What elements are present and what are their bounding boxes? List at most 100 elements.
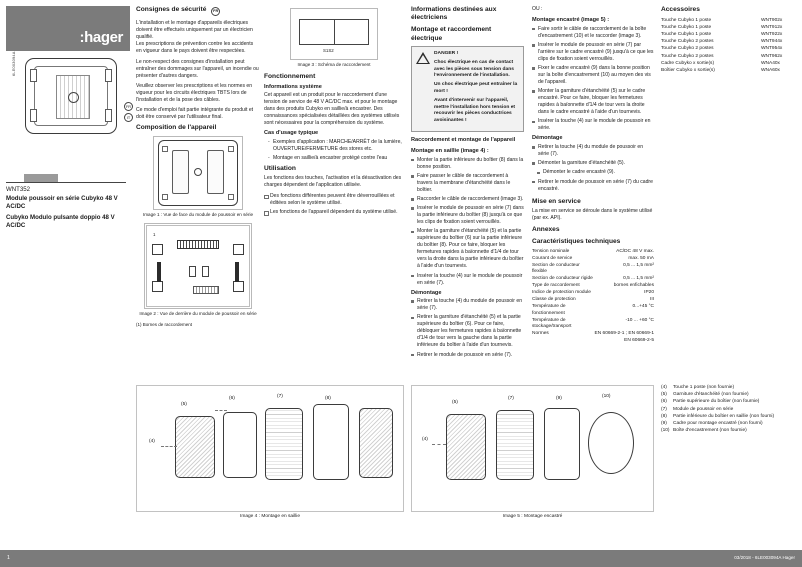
accessory-name: Touche Cubyko 1 poste xyxy=(661,17,712,23)
spec-row: Indice de protection module IP20 xyxy=(532,290,654,297)
device-hatched-area xyxy=(56,75,90,119)
spec-row: Classe de protection III xyxy=(532,297,654,304)
accessory-code: WNT902x xyxy=(761,17,783,23)
page-footer: 1 03/2018 - 6LE003094A Hager xyxy=(0,550,802,567)
composition-heading: Composition de l'appareil xyxy=(136,124,217,132)
figure-2-device-back: 1 xyxy=(144,222,252,309)
callout-leader xyxy=(432,444,446,445)
device-inner-frame xyxy=(34,66,108,126)
accessory-code: WNA40x xyxy=(761,60,780,66)
flush-dismount-steps: Retirer la touche (4) du module de pouss… xyxy=(532,144,654,193)
product-photo: 6LE003094A FR IT xyxy=(11,51,133,140)
schematic-label-s1s2: S1S2 xyxy=(323,48,334,53)
figure-3-wiring-diagram: S1S2 xyxy=(290,8,378,60)
safety-paragraph-2: Le non-respect des consignes d'installat… xyxy=(136,58,259,79)
figure-4-callout-8: (8) xyxy=(325,396,331,401)
legend-number: (8) xyxy=(661,413,667,419)
surface-step: Faire passer le câble de raccordement à … xyxy=(411,173,524,194)
surface-mount-heading: Montage en saillie (image 4) : xyxy=(411,148,489,155)
surface-dismount-step: Retirer le module de poussoir en série (… xyxy=(411,352,524,359)
logo-column: :hager 6LE003094A FR IT WNT352 Module po… xyxy=(6,6,133,230)
spec-row: Tension nominale AC/DC 48 V max. xyxy=(532,249,654,256)
device-back-contact xyxy=(157,261,161,282)
product-title-it: Cubyko Modulo pulsante doppio 48 V AC/DC xyxy=(6,213,115,229)
accessory-row: Touche Cubyko 2 postes WNT954x xyxy=(661,45,797,52)
accessory-row: Boîtier Cubyko x sortie(s) WNA60x xyxy=(661,67,797,74)
legend-text: Partie inférieure du boîtier en saillie … xyxy=(673,413,775,419)
legend-row: (8) Partie inférieure du boîtier en sail… xyxy=(661,414,799,421)
product-reference: WNT352 xyxy=(6,186,31,193)
callout-leader xyxy=(161,446,177,447)
legend-text: Cadre pour montage encastré (non fourni) xyxy=(673,421,763,427)
use-cases-list: Exemples d'application : MARCHE/ARRÊT de… xyxy=(264,139,404,162)
flush-dismount-step: Retirer le module de poussoir en série (… xyxy=(532,179,654,193)
device-terminal xyxy=(105,109,112,122)
figure-4-caption: Image 4 : Montage en saillie xyxy=(240,514,300,519)
accessory-row: Touche Cubyko 1 poste WNT922x xyxy=(661,31,797,38)
accessory-code: WNT944x xyxy=(761,39,783,45)
spec-value: EN 60669-2-5 xyxy=(624,337,654,343)
legend-number: (5) xyxy=(661,392,667,398)
use-cases-heading: Cas d'usage typique xyxy=(264,130,319,137)
legend-text: Boîte d'encastrement (non fournie) xyxy=(673,428,747,434)
surface-step: Insérer la touche (4) sur le module de p… xyxy=(411,273,524,287)
device-illustration xyxy=(25,58,117,134)
wiring-schematic: S1S2 xyxy=(295,13,373,55)
legend-text: Touche 1 poste (non fournie) xyxy=(673,385,735,390)
legend-row: (7) Module de poussoir en série xyxy=(661,407,799,414)
legend-number: (4) xyxy=(661,385,667,390)
spec-row: EN 60669-2-5 xyxy=(532,337,654,344)
spec-label xyxy=(532,337,595,344)
figure-4-callout-4: (4) xyxy=(149,439,155,444)
flush-step: Faire sortir le câble de raccordement de… xyxy=(532,26,654,40)
language-badge-fr: FR xyxy=(124,102,133,111)
electricians-column: Informations destinées aux électriciens … xyxy=(411,6,524,362)
safety-column: Consignes de sécurité FR L'installation … xyxy=(136,6,260,328)
spec-label: Section de conducteur flexible xyxy=(532,262,580,275)
accessory-row: Touche Cubyko 2 postes WNT962x xyxy=(661,53,797,60)
spec-label: Indice de protection module xyxy=(532,290,591,296)
legend-row: (9) Cadre pour montage encastré (non fou… xyxy=(661,421,799,428)
accessories-heading: Accessoires xyxy=(661,6,700,13)
device-back-corner xyxy=(233,243,244,255)
spec-value: max. 50 mA xyxy=(628,255,654,261)
spec-label: Type de raccordement xyxy=(532,283,580,289)
accessory-row: Touche Cubyko 2 postes WNT944x xyxy=(661,38,797,45)
danger-line-3: Avant d'intervenir sur l'appareil, mettr… xyxy=(434,98,516,123)
safety-heading: Consignes de sécurité FR xyxy=(136,6,260,18)
document-meta: 03/2018 - 6LE003094A Hager xyxy=(734,555,795,560)
hager-logo: :hager xyxy=(6,6,130,51)
surface-dismount-heading: Démontage xyxy=(411,289,442,296)
figure-5-callout-5: (5) xyxy=(452,400,458,405)
figure-5-callout-7: (7) xyxy=(508,396,514,401)
utilisation-bullet: Les fonctions de l'appareil dépendent du… xyxy=(264,209,404,216)
spec-value: 0...+45 °C xyxy=(632,304,654,310)
device-button-left xyxy=(172,149,189,194)
spec-label: Température de fonctionnement xyxy=(532,304,566,316)
surface-step: Monter la garniture d'étanchéité (5) et … xyxy=(411,228,524,270)
device-back-contact xyxy=(235,261,239,282)
legend-number: (7) xyxy=(661,406,667,412)
device-front-outline xyxy=(158,139,238,206)
figure-5-callout-9: (9) xyxy=(556,396,562,401)
accessory-name: Touche Cubyko 1 poste xyxy=(661,24,712,30)
accessory-name: Cadre Cubyko x sortie(s) xyxy=(661,60,715,66)
accessory-code: WNT962x xyxy=(761,53,783,59)
legend-row: (5) Garniture d'étanchéité (non fournie) xyxy=(661,392,799,399)
part-gasket xyxy=(223,412,257,478)
spec-row: Type de raccordement bornes enfichables xyxy=(532,283,654,290)
device-terminal xyxy=(30,109,37,122)
utilisation-intro: Les fonctions des touches, l'activation … xyxy=(264,175,402,189)
accessory-row: Touche Cubyko 1 poste WNT912x xyxy=(661,24,797,31)
spec-row: Section de conducteur rigide 0,5 ... 1,5… xyxy=(532,276,654,283)
montage-heading: Montage et raccordement électrique xyxy=(411,26,492,42)
color-swatch xyxy=(24,174,58,182)
schematic-divider xyxy=(334,19,335,45)
spec-value: 0,5 ... 1,5 mm² xyxy=(623,262,654,268)
connection-heading: Raccordement et montage de l'appareil xyxy=(411,137,516,144)
spec-row: Normes EN 60669-2-1 ; EN 60669-1 xyxy=(532,330,654,337)
connection-terminals xyxy=(177,239,219,249)
accessory-name: Touche Cubyko 2 postes xyxy=(661,39,714,45)
legend-text: Garniture d'étanchéité (non fournie) xyxy=(673,392,749,398)
legend-number: (6) xyxy=(661,399,667,405)
